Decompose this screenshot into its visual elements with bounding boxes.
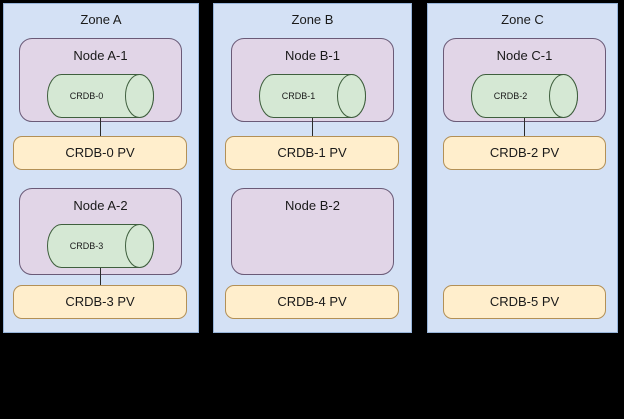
- persistent-volume-label: CRDB-2 PV: [489, 145, 560, 160]
- persistent-volume-box[interactable]: CRDB-3 PV: [13, 285, 187, 319]
- persistent-volume-label: CRDB-5 PV: [489, 294, 560, 309]
- zone-title: Zone C: [501, 12, 544, 27]
- node-title: Node A-2: [73, 198, 128, 213]
- pod-to-pv-connector: [100, 268, 101, 285]
- node-title: Node C-1: [496, 48, 553, 63]
- persistent-volume-box[interactable]: CRDB-5 PV: [443, 285, 606, 319]
- pod-to-pv-connector: [100, 118, 101, 136]
- node-title: Node B-1: [285, 48, 340, 63]
- cylinder-shape: [47, 224, 154, 268]
- cylinder-shape: [47, 74, 154, 118]
- cylinder-shape: [471, 74, 578, 118]
- persistent-volume-box[interactable]: CRDB-0 PV: [13, 136, 187, 170]
- node-box[interactable]: Node B-2: [231, 188, 394, 275]
- persistent-volume-label: CRDB-1 PV: [277, 145, 347, 160]
- node-title: Node B-2: [285, 198, 340, 213]
- persistent-volume-label: CRDB-0 PV: [65, 145, 135, 160]
- persistent-volume-label: CRDB-4 PV: [277, 294, 347, 309]
- zone-title: Zone B: [291, 12, 334, 27]
- pod-to-pv-connector: [524, 118, 525, 136]
- zone-title: Zone A: [80, 12, 122, 27]
- persistent-volume-box[interactable]: CRDB-4 PV: [225, 285, 399, 319]
- persistent-volume-label: CRDB-3 PV: [65, 294, 135, 309]
- node-title: Node A-1: [73, 48, 128, 63]
- pod-to-pv-connector: [312, 118, 313, 136]
- persistent-volume-box[interactable]: CRDB-1 PV: [225, 136, 399, 170]
- cylinder-shape: [259, 74, 366, 118]
- persistent-volume-box[interactable]: CRDB-2 PV: [443, 136, 606, 170]
